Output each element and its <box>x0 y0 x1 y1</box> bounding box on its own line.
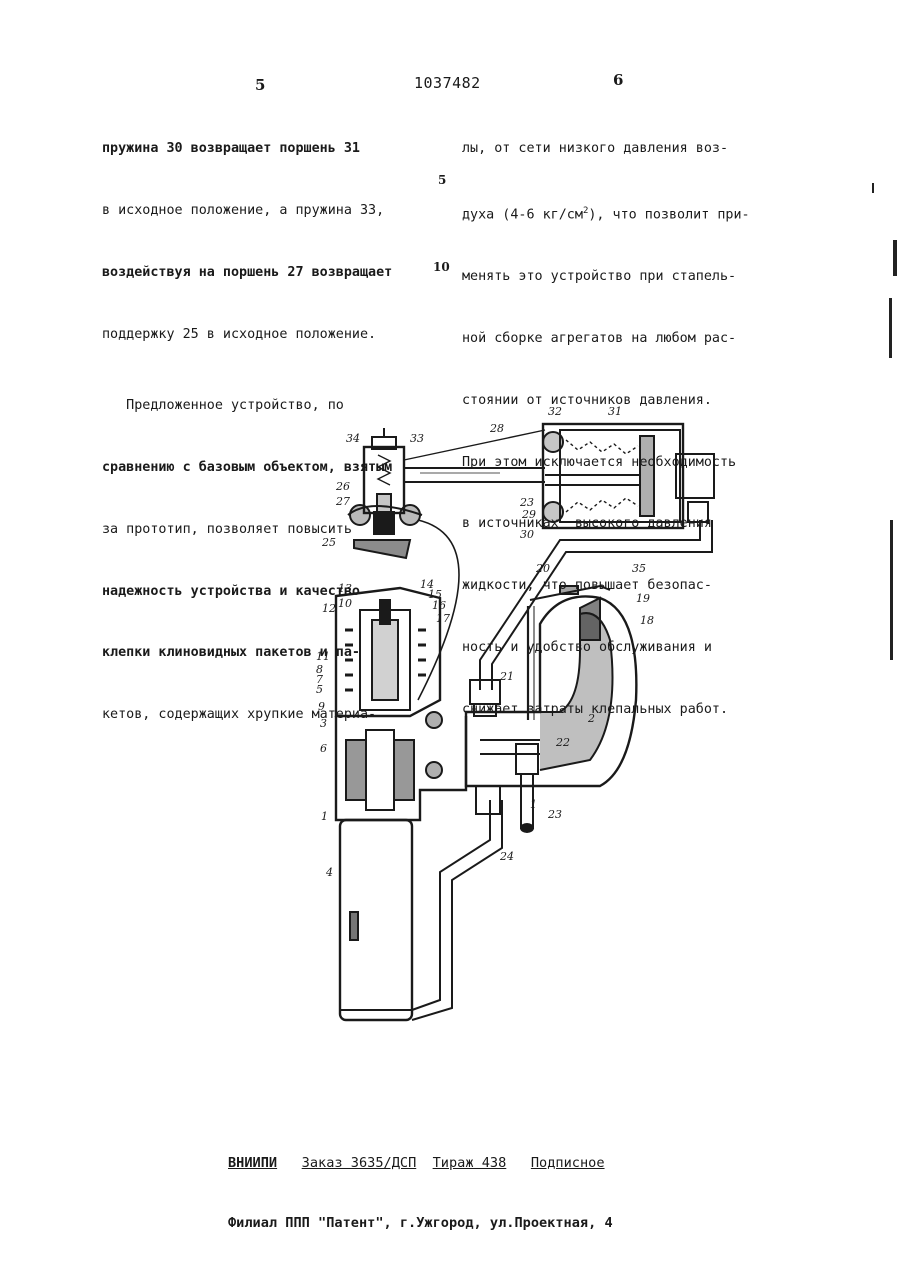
cylinder-4 <box>340 820 412 1020</box>
footer-print-run: Тираж 438 <box>433 1155 507 1171</box>
label-16: 16 <box>432 599 446 612</box>
label-35: 35 <box>632 562 646 575</box>
footer-line-1: ВНИИПИ Заказ 3635/ДСП Тираж 438 Подписно… <box>228 1153 613 1173</box>
footer-order: Заказ 3635/ДСП <box>302 1155 417 1171</box>
label-32: 32 <box>548 405 562 418</box>
label-34: 34 <box>346 432 360 445</box>
label-11: 11 <box>316 650 330 663</box>
label-28: 28 <box>489 422 504 435</box>
label-24: 24 <box>499 850 514 863</box>
label-25: 25 <box>321 536 336 549</box>
label-1: 1 <box>321 810 328 823</box>
label-20: 20 <box>535 562 550 575</box>
label-4: 4 <box>325 866 333 879</box>
footer-org: ВНИИПИ <box>228 1155 277 1171</box>
label-27: 27 <box>335 495 350 508</box>
label-12: 12 <box>322 602 336 615</box>
frame-2 <box>466 596 636 786</box>
cylinder-31 <box>543 424 714 528</box>
label-6: 6 <box>320 742 327 755</box>
support-25 <box>354 540 410 558</box>
footer-subscription: Подписное <box>531 1155 605 1171</box>
label-30: 30 <box>520 528 534 541</box>
footer-branch: Филиал ППП "Патент", г.Ужгород, ул.Проек… <box>228 1213 613 1233</box>
publication-footer: ВНИИПИ Заказ 3635/ДСП Тираж 438 Подписно… <box>228 1113 613 1253</box>
label-17: 17 <box>436 612 450 625</box>
label-21: 21 <box>499 670 514 683</box>
label-26: 26 <box>335 480 350 493</box>
rod-28 <box>404 430 545 482</box>
label-29: 29 <box>521 508 536 521</box>
label-8: 8 <box>316 663 323 676</box>
label-1: 1 <box>530 798 537 811</box>
label-18: 18 <box>640 614 654 627</box>
label-13: 13 <box>338 582 352 595</box>
label-23: 23 <box>547 808 562 821</box>
label-31: 31 <box>608 405 622 418</box>
label-10: 10 <box>338 597 352 610</box>
label-9: 9 <box>318 700 325 713</box>
label-22: 22 <box>555 736 570 749</box>
label-3: 3 <box>320 717 327 730</box>
label-19: 19 <box>636 592 650 605</box>
body-1 <box>336 712 466 820</box>
label-2: 2 <box>587 712 595 725</box>
label-33: 33 <box>410 432 424 445</box>
